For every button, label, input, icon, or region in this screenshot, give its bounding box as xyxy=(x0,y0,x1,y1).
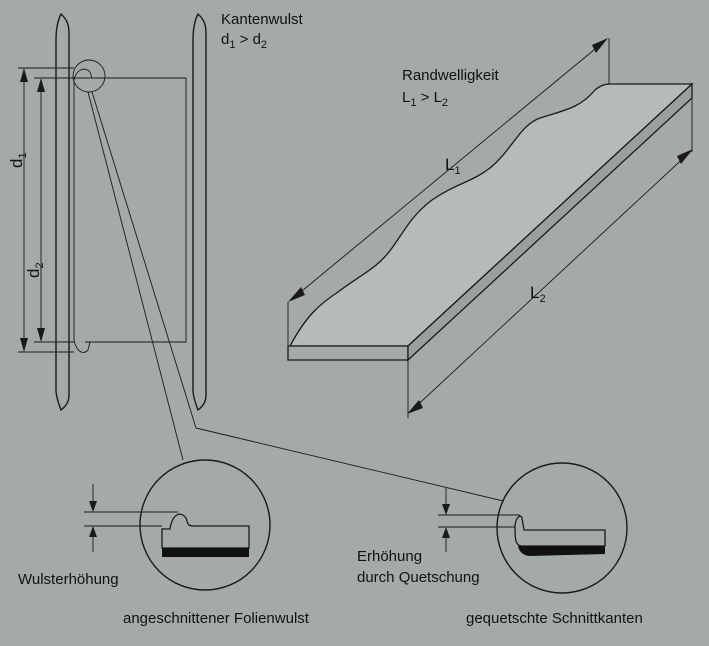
L2-label: L2 xyxy=(530,283,546,305)
detail-circle xyxy=(72,59,106,93)
film-body xyxy=(71,77,187,343)
squeezed-film-profile xyxy=(514,515,606,547)
roll-wall-right xyxy=(192,12,207,412)
caption-left: angeschnittener Folienwulst xyxy=(123,610,310,627)
bead-film-core xyxy=(162,548,249,557)
leader-line-left xyxy=(87,91,184,461)
edge-bead-bottom xyxy=(73,339,91,353)
magnifier-right xyxy=(438,462,628,594)
L1-dim-line xyxy=(290,39,607,301)
magnifier-left xyxy=(84,459,271,591)
randwelligkeit-label: Randwelligkeit xyxy=(402,67,500,84)
L2-arrow-bottom xyxy=(407,400,423,414)
leader-line-right xyxy=(195,427,521,506)
strip-top-face xyxy=(288,83,694,347)
leader-line-a xyxy=(91,91,197,429)
d-relation-label: d1 > d2 xyxy=(221,31,267,51)
d2-arrow-top xyxy=(37,78,45,92)
bead-film-profile xyxy=(161,513,250,549)
roll-cross-section: d1 d2 xyxy=(7,12,207,412)
quetsch-arrow-top xyxy=(442,504,450,515)
kantenwulst-label: Kantenwulst xyxy=(221,11,304,28)
strip-perspective: L1 L2 xyxy=(287,38,694,418)
erhoehung-label-line2: durch Quetschung xyxy=(357,569,480,586)
L1-label: L1 xyxy=(445,155,461,177)
caption-right: gequetschte Schnittkanten xyxy=(466,610,643,627)
magnifier-left-circle xyxy=(139,459,271,591)
L1-arrow-top xyxy=(592,38,608,53)
L1-arrow-bottom xyxy=(288,287,305,302)
roll-wall-left xyxy=(55,12,70,412)
d1-arrow-bottom xyxy=(20,338,28,352)
L2-arrow-top xyxy=(677,149,693,164)
d2-arrow-bottom xyxy=(37,328,45,342)
d1-label: d1 xyxy=(7,152,29,168)
d1-arrow-top xyxy=(20,68,28,82)
quetsch-arrow-bottom xyxy=(442,527,450,538)
wulsterhoehung-label: Wulsterhöhung xyxy=(18,571,119,588)
L2-dim-line xyxy=(409,151,691,413)
magnifier-right-circle xyxy=(496,462,628,594)
erhoehung-label-line1: Erhöhung xyxy=(357,548,422,565)
strip-front-face xyxy=(287,345,409,361)
l-relation-label: L1 > L2 xyxy=(402,89,448,109)
wulst-arrow-top xyxy=(89,501,97,512)
edge-bead-top xyxy=(73,68,93,81)
d2-label: d2 xyxy=(24,262,46,278)
wulst-arrow-bottom xyxy=(89,526,97,537)
squeezed-film-core xyxy=(518,546,605,556)
